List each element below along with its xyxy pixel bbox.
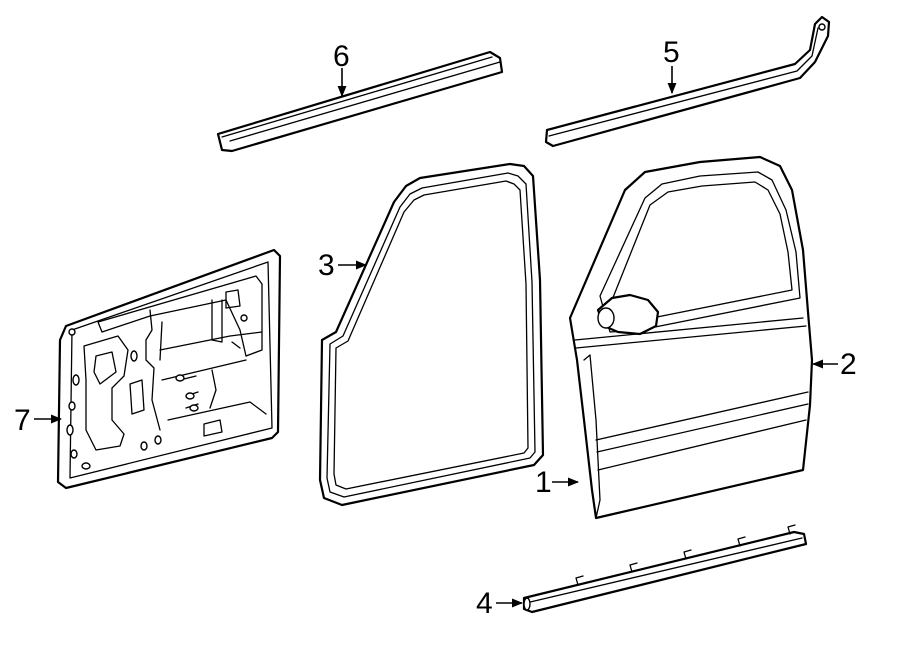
- callout-1-label: 1: [535, 466, 552, 499]
- callout-4-label: 4: [476, 587, 493, 620]
- callout-7: 7: [14, 404, 63, 437]
- part-7-inner-panel[interactable]: [56, 248, 282, 490]
- callout-3: 3: [318, 249, 368, 282]
- callout-7-label: 7: [14, 404, 31, 437]
- callout-6: 6: [333, 40, 350, 98]
- callout-6-label: 6: [333, 40, 350, 73]
- callout-5: 5: [663, 36, 680, 95]
- part-5-weatherstrip[interactable]: [544, 15, 831, 148]
- part-3-door-seal[interactable]: [318, 162, 545, 507]
- callout-3-label: 3: [318, 249, 335, 282]
- callout-5-label: 5: [663, 36, 680, 69]
- callout-1: 1: [535, 466, 580, 499]
- callout-2-label: 2: [840, 348, 857, 381]
- part-6-belt-molding[interactable]: [216, 50, 504, 153]
- callout-4: 4: [476, 587, 524, 620]
- part-4-lower-molding[interactable]: [522, 524, 808, 614]
- mirror: [596, 293, 660, 336]
- part-2-door-shell[interactable]: [568, 155, 814, 520]
- callout-2: 2: [811, 348, 857, 381]
